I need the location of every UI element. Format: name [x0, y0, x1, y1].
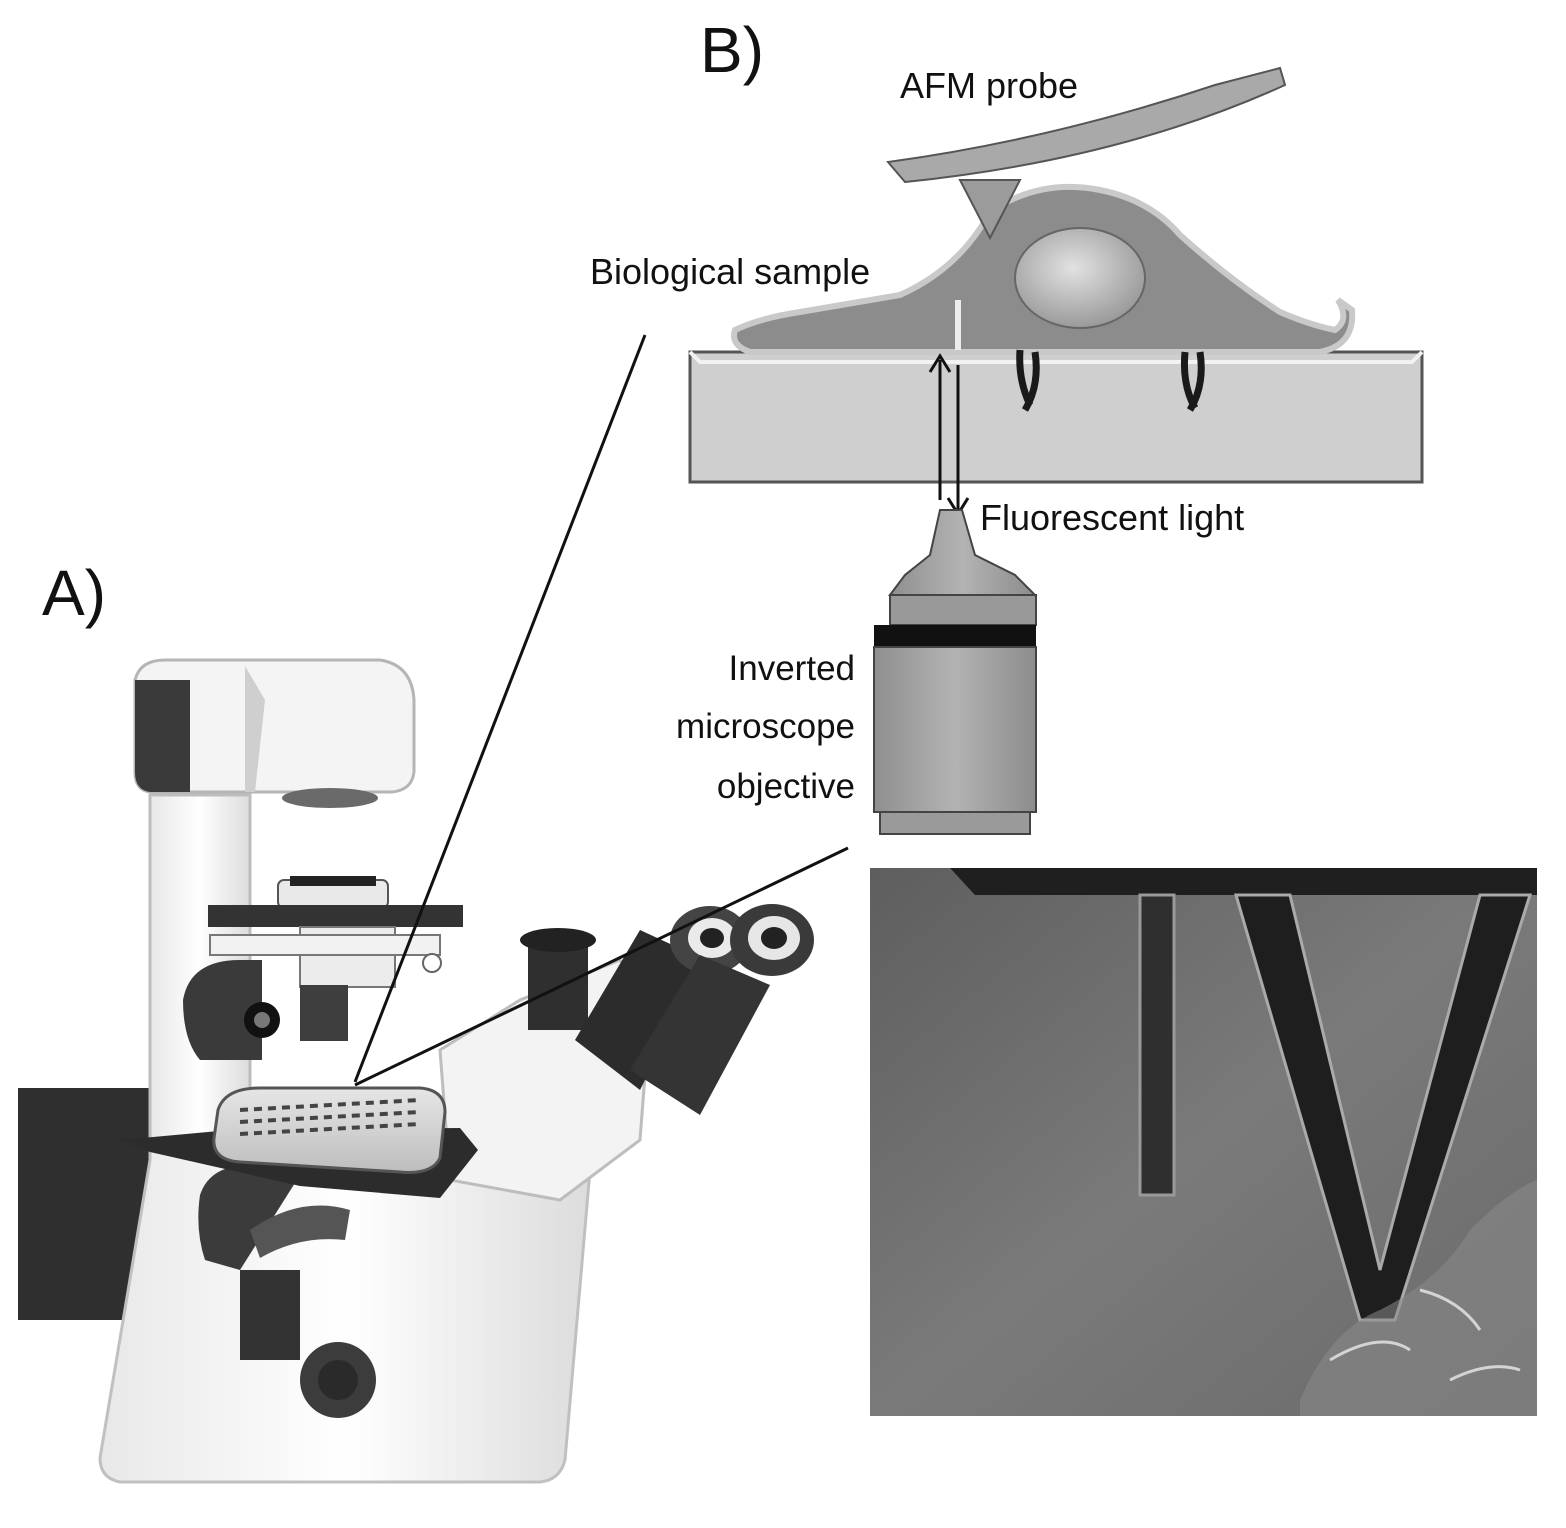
label-biological-sample: Biological sample [590, 251, 870, 292]
label-objective-line3: objective [717, 767, 855, 806]
light-arrows [928, 353, 970, 517]
label-fluorescent-light: Fluorescent light [980, 497, 1244, 538]
biological-cell [731, 183, 1356, 412]
panel-label-a: A) [42, 557, 106, 629]
cell-nucleus [1014, 227, 1146, 329]
zoom-line-sample [353, 334, 647, 1083]
focus-knob-upper [183, 960, 262, 1060]
condenser-lens [282, 788, 378, 808]
panel-label-b: B) [700, 14, 764, 86]
zoom-line-stage [354, 846, 849, 1087]
label-objective-line1: Inverted [729, 649, 855, 688]
afm-micrograph [870, 868, 1537, 1416]
label-objective-line2: microscope [676, 707, 855, 746]
microscope-objective [873, 509, 1038, 835]
microscope-illustration [18, 658, 814, 1484]
label-afm-probe: AFM probe [900, 65, 1078, 106]
afm-probe [886, 66, 1287, 241]
rectangular-cantilever [1138, 893, 1176, 1197]
coverslip [688, 350, 1424, 484]
